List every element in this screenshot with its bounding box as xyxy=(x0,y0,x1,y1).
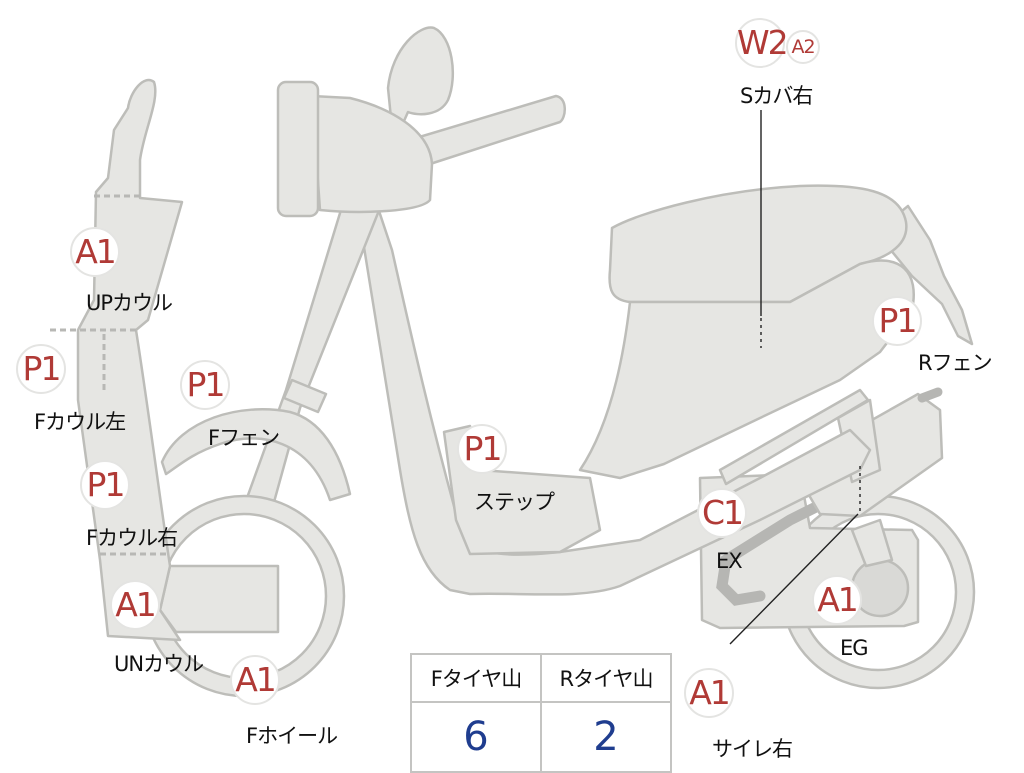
grade-badge-s-cover-right: W2 xyxy=(735,18,789,68)
fork-collar xyxy=(282,378,328,414)
headlight-lens xyxy=(276,80,320,218)
tire-table-value-row: 6 2 xyxy=(410,701,672,773)
grade-badge-f-cowl-right: P1 xyxy=(80,460,130,510)
grade-badge-f-wheel: A1 xyxy=(230,655,280,705)
grade-badge-silencer-right: A1 xyxy=(684,668,734,718)
grade-badge-up-cowl: A1 xyxy=(70,227,120,277)
grade-badge-r-fender: P1 xyxy=(872,296,922,346)
grade-badge-exhaust: C1 xyxy=(697,488,747,538)
label-engine: EG xyxy=(840,636,869,660)
mirror xyxy=(386,26,455,132)
headlight-housing xyxy=(310,94,434,214)
front-fender xyxy=(160,408,352,502)
grade-badge-step: P1 xyxy=(457,424,507,474)
grade-badge-s-cover-right-sub: A2 xyxy=(786,30,820,64)
handlebar xyxy=(414,94,566,166)
grade-badge-f-cowl-left: P1 xyxy=(16,344,66,394)
grade-badge-un-cowl: A1 xyxy=(110,580,160,630)
rear-tire-value: 2 xyxy=(540,701,672,773)
floor-rail xyxy=(718,388,870,486)
rear-tire-header: Rタイヤ山 xyxy=(540,653,672,703)
exhaust-pipe xyxy=(716,494,836,606)
label-s-cover-right: Sカバ右 xyxy=(740,84,813,108)
front-tire-header: Fタイヤ山 xyxy=(410,653,542,703)
label-up-cowl: UPカウル xyxy=(86,291,173,315)
front-tire-value: 6 xyxy=(410,701,542,773)
muffler-tip xyxy=(917,387,943,403)
label-f-fender: Fフェン xyxy=(208,426,280,450)
under-cowl-block xyxy=(158,564,280,634)
label-step: ステップ xyxy=(474,490,555,514)
grade-badge-engine: A1 xyxy=(812,575,862,625)
tire-table-header-row: Fタイヤ山 Rタイヤ山 xyxy=(410,653,672,703)
label-silencer-right: サイレ右 xyxy=(712,737,793,761)
seat xyxy=(608,184,908,304)
front-cowl xyxy=(76,78,184,642)
label-f-wheel: Fホイール xyxy=(246,724,338,748)
grade-badge-f-fender: P1 xyxy=(180,360,230,410)
label-f-cowl-left: Fカウル左 xyxy=(34,410,126,434)
label-un-cowl: UNカウル xyxy=(114,652,204,676)
side-cover xyxy=(578,259,915,480)
label-r-fender: Rフェン xyxy=(918,351,993,375)
label-exhaust: EX xyxy=(716,549,743,573)
label-f-cowl-right: Fカウル右 xyxy=(86,526,178,550)
tire-tread-table: Fタイヤ山 Rタイヤ山 6 2 xyxy=(410,653,672,773)
